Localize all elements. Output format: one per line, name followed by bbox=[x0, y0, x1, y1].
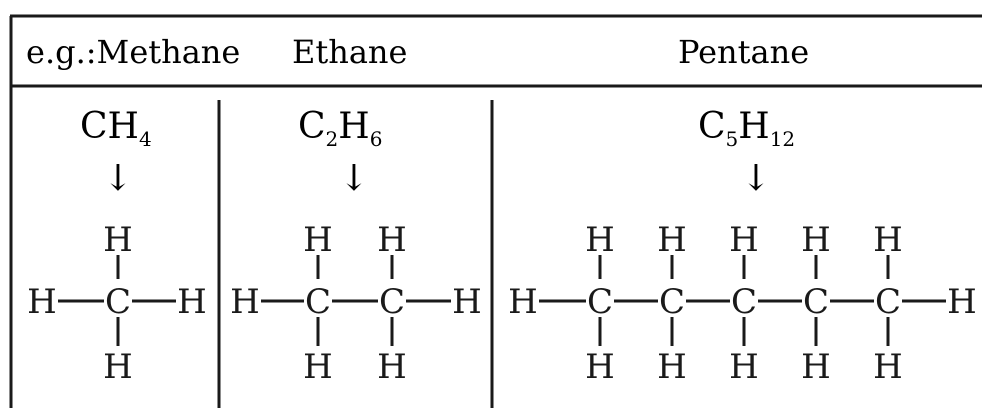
formula-pentane: C5H12 bbox=[698, 106, 795, 151]
methane-hydrogen-top-1: H bbox=[103, 220, 133, 260]
arrow-ethane: ↓ bbox=[339, 158, 369, 199]
pentane-carbon-5: C bbox=[875, 282, 901, 322]
pentane-carbon-1: C bbox=[587, 282, 613, 322]
eg-prefix: e.g.: bbox=[26, 33, 97, 71]
pentane-hydrogen-bottom-5: H bbox=[873, 347, 903, 387]
ethane-carbon-2: C bbox=[379, 282, 405, 322]
pentane-hydrogen-top-2: H bbox=[657, 220, 687, 260]
pentane-hydrogen-bottom-3: H bbox=[729, 347, 759, 387]
formula-methane: CH4 bbox=[80, 106, 152, 151]
pentane-carbon-4: C bbox=[803, 282, 829, 322]
pentane-hydrogen-right: H bbox=[947, 282, 977, 322]
ethane-hydrogen-top-2: H bbox=[377, 220, 407, 260]
header-ethane: Ethane bbox=[292, 33, 407, 71]
table-frame bbox=[9, 14, 982, 408]
formula-ethane-c: C bbox=[298, 106, 326, 147]
formula-pentane-h-sub: 12 bbox=[770, 127, 795, 151]
pentane-hydrogen-left: H bbox=[508, 282, 538, 322]
ethane-hydrogen-bottom-1: H bbox=[303, 347, 333, 387]
formula-pentane-h: H bbox=[738, 106, 769, 147]
formula-ethane-c-sub: 2 bbox=[326, 127, 339, 151]
ethane-carbon-1: C bbox=[305, 282, 331, 322]
pentane-carbon-2: C bbox=[659, 282, 685, 322]
formula-methane-h-sub: 4 bbox=[139, 127, 152, 151]
ethane-hydrogen-left: H bbox=[230, 282, 260, 322]
ethane-hydrogen-bottom-2: H bbox=[377, 347, 407, 387]
formula-ethane-h: H bbox=[338, 106, 369, 147]
formula-methane-h: H bbox=[108, 106, 139, 147]
methane-label: Methane bbox=[97, 33, 241, 71]
ethane-hydrogen-top-1: H bbox=[303, 220, 333, 260]
arrow-pentane: ↓ bbox=[741, 158, 771, 199]
arrow-methane: ↓ bbox=[103, 158, 133, 199]
pentane-hydrogen-top-1: H bbox=[585, 220, 615, 260]
pentane-hydrogen-top-3: H bbox=[729, 220, 759, 260]
methane-hydrogen-left: H bbox=[27, 282, 57, 322]
header-pentane: Pentane bbox=[678, 33, 809, 71]
pentane-carbon-3: C bbox=[731, 282, 757, 322]
ethane-hydrogen-right: H bbox=[452, 282, 482, 322]
formula-ethane-h-sub: 6 bbox=[370, 127, 383, 151]
header-methane: e.g.:Methane bbox=[26, 33, 240, 71]
formula-ethane: C2H6 bbox=[298, 106, 382, 151]
pentane-hydrogen-bottom-1: H bbox=[585, 347, 615, 387]
pentane-hydrogen-top-4: H bbox=[801, 220, 831, 260]
pentane-hydrogen-bottom-2: H bbox=[657, 347, 687, 387]
formula-methane-c: C bbox=[80, 106, 108, 147]
formula-pentane-c-sub: 5 bbox=[726, 127, 739, 151]
methane-hydrogen-bottom-1: H bbox=[103, 347, 133, 387]
methane-hydrogen-right: H bbox=[177, 282, 207, 322]
pentane-hydrogen-top-5: H bbox=[873, 220, 903, 260]
methane-carbon-1: C bbox=[105, 282, 131, 322]
formula-pentane-c: C bbox=[698, 106, 726, 147]
pentane-hydrogen-bottom-4: H bbox=[801, 347, 831, 387]
